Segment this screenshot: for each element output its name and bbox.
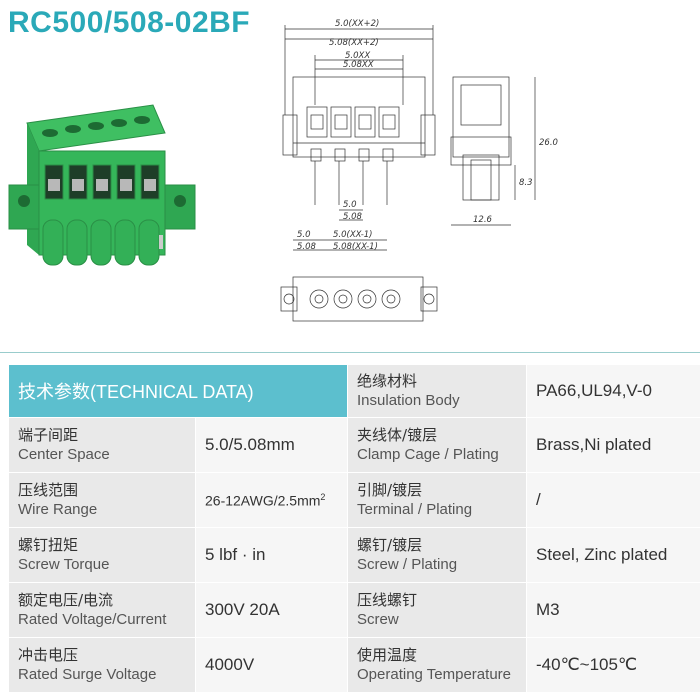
table-header: 技术参数(TECHNICAL DATA) bbox=[7, 364, 349, 418]
table-row-value: -40℃~105℃ bbox=[526, 637, 700, 693]
dim-bottom-2: 5.08 bbox=[343, 212, 363, 222]
product-image bbox=[8, 104, 196, 266]
table-row-value: / bbox=[526, 472, 700, 528]
dim-bottom-3: 5.0 bbox=[297, 230, 311, 240]
table-row-value: Brass,Ni plated bbox=[526, 417, 700, 473]
table-row-value: M3 bbox=[526, 582, 700, 638]
table-row-value: 4000V bbox=[194, 637, 349, 693]
technical-drawing: 5.0(XX+2) 5.08(XX+2) 5.0XX 5.08XX 5.0 5.… bbox=[280, 19, 558, 322]
table-row-value: 300V 20A bbox=[194, 582, 349, 638]
product-title: RC500/508-02BF bbox=[8, 6, 251, 39]
dim-side-height: 26.0 bbox=[539, 138, 558, 148]
dim-bottom-4: 5.08 bbox=[297, 242, 317, 252]
dim-top-3: 5.0XX bbox=[345, 51, 370, 61]
dim-top-1: 5.0(XX+2) bbox=[335, 19, 379, 29]
dim-bottom-6: 5.08(XX-1) bbox=[333, 242, 378, 252]
table-row-value: Steel, Zinc plated bbox=[526, 527, 700, 583]
section-divider bbox=[0, 352, 700, 353]
dim-top-2: 5.08(XX+2) bbox=[329, 38, 379, 48]
dim-top-4: 5.08XX bbox=[343, 60, 374, 70]
dim-bottom-5: 5.0(XX-1) bbox=[333, 230, 373, 240]
dim-side-sub-height: 8.3 bbox=[519, 178, 533, 188]
table-row-value: 5.0/5.08mm bbox=[194, 417, 349, 473]
table-row-value: 5 lbf · in bbox=[194, 527, 349, 583]
table-row-value: 26-12AWG/2.5mm2 bbox=[194, 472, 349, 528]
dim-bottom-1: 5.0 bbox=[343, 200, 357, 210]
dim-side-width: 12.6 bbox=[473, 215, 493, 225]
table-row-value: PA66,UL94,V-0 bbox=[526, 364, 700, 418]
